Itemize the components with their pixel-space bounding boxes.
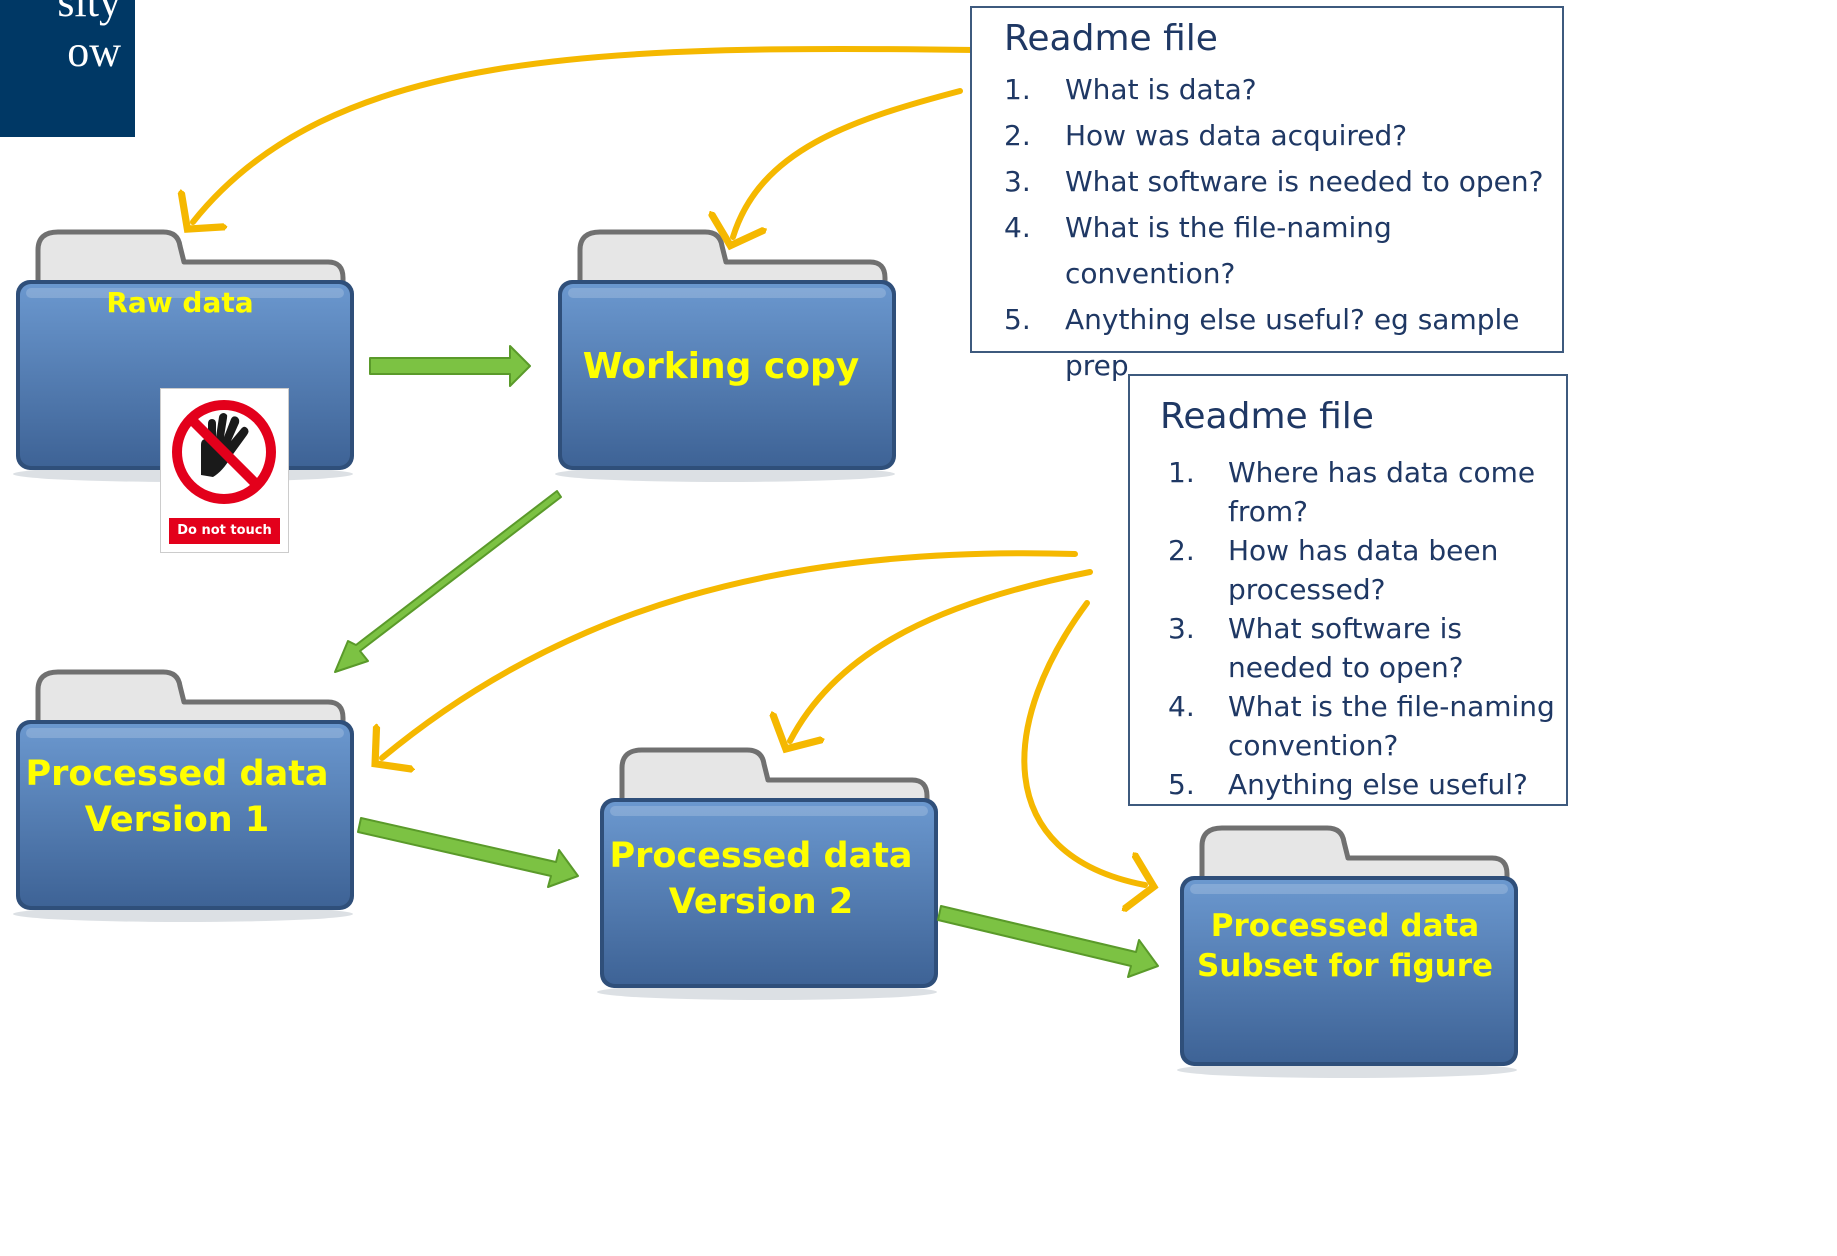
label-working-copy: Working copy [582, 346, 860, 387]
readme-arrow-to-v2 [790, 569, 1093, 741]
label-processed-v2-line1: Processed data [609, 836, 913, 876]
list-item: 1.What is data? [1004, 73, 1257, 106]
flow-arrow-v1-to-v2 [357, 817, 579, 888]
readme-arrow-to-v1 [382, 550, 1078, 758]
logo-text-line1: sity [57, 0, 121, 26]
label-processed-v1: Processed data Version 1 [18, 752, 336, 843]
do-not-touch-label: Do not touch [169, 518, 280, 544]
list-item: 5.Anything else useful? [1168, 768, 1528, 801]
readme-arrow-to-working [733, 88, 963, 237]
label-raw-data: Raw data [106, 286, 254, 319]
logo-text-line2: ow [67, 27, 121, 76]
no-touch-icon [172, 400, 276, 504]
readme-processed-title: Readme file [1160, 396, 1374, 437]
list-item: 2.How has data been processed? [1168, 534, 1499, 606]
label-processed-v2-line2: Version 2 [668, 881, 854, 922]
list-item: 5.Anything else useful? eg sample prep [1004, 303, 1520, 382]
flow-arrow-v2-to-subset [937, 905, 1159, 978]
list-item: 3.What software is needed to open? [1168, 612, 1464, 684]
readme-arrow-to-raw [193, 45, 978, 222]
list-item: 4.What is the file-naming convention? [1004, 211, 1392, 290]
readme-raw-list: 1.What is data? 2.How was data acquired?… [1004, 67, 1562, 389]
label-processed-subset-line2: Subset for figure [1196, 948, 1494, 985]
readme-box-raw: Readme file 1.What is data? 2.How was da… [970, 6, 1564, 382]
readme-processed-list: 1.Where has data come from? 2.How has da… [1160, 453, 1566, 804]
list-item: 1.Where has data come from? [1168, 456, 1536, 528]
university-logo: sity ow [0, 0, 135, 137]
label-processed-subset-line1: Processed data [1210, 908, 1480, 944]
label-processed-subset: Processed data Subset for figure [1180, 906, 1510, 987]
list-item: 4.What is the file-naming convention? [1168, 690, 1555, 762]
readme-raw-title: Readme file [1004, 18, 1218, 59]
list-item: 2.How was data acquired? [1004, 119, 1408, 152]
label-processed-v1-line2: Version 1 [84, 799, 270, 840]
readme-arrow-to-subset [1021, 600, 1145, 885]
flow-arrow-working-to-v1 [334, 490, 562, 673]
label-processed-v2: Processed data Version 2 [602, 834, 920, 925]
flow-arrow-raw-to-working [369, 345, 531, 387]
readme-box-processed: Readme file 1.Where has data come from? … [1128, 374, 1568, 806]
do-not-touch-sign: Do not touch [160, 388, 289, 553]
label-processed-v1-line1: Processed data [25, 754, 329, 794]
list-item: 3.What software is needed to open? [1004, 165, 1544, 198]
